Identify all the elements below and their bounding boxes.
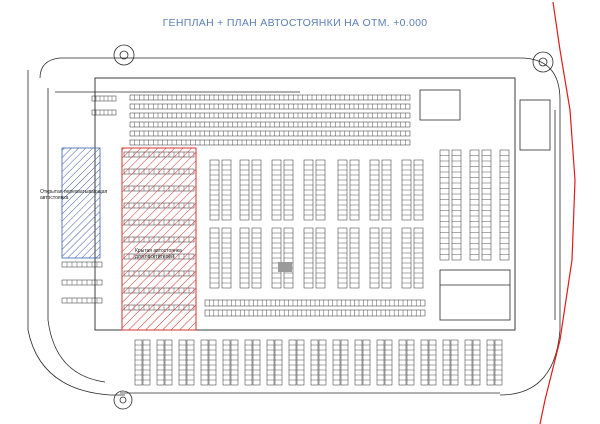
parking-row [251,159,262,221]
parking-row [186,339,195,386]
parking-row [266,339,275,386]
parking-row [296,339,305,386]
parking-row [499,149,510,261]
parking-row [362,339,371,386]
parking-row [134,339,143,386]
parking-row [208,339,217,386]
parking-row [283,159,294,221]
parking-row [413,227,424,289]
parking-row [315,159,326,221]
site-roads [27,57,561,396]
parking-row [129,112,411,119]
roundabouts [113,44,554,410]
parking-row [472,339,481,386]
zone-labels: Открытая перехватывающая автостоянка Кры… [40,189,182,260]
parking-row [129,94,411,101]
parking-row [221,159,232,221]
parking-row [244,339,253,386]
grey-block [278,262,292,272]
parking-row [384,339,393,386]
parking-row [204,309,426,317]
parking-row [469,149,480,261]
parking-row [274,339,283,386]
parking-row [200,339,209,386]
covered-parking-label-2: для посетителей [135,253,174,260]
left-parking-grid [61,95,117,304]
parking-row [288,339,297,386]
parking-row [164,339,173,386]
parking-row [337,159,348,221]
parking-row [442,339,451,386]
covered-parking-zone [121,147,197,331]
parking-row [464,339,473,386]
parking-row [315,227,326,289]
parking-row [271,159,282,221]
parking-row [428,339,437,386]
parking-row [381,227,392,289]
parking-row [332,339,341,386]
parking-row [369,227,380,289]
drawing-title: ГЕНПЛАН + ПЛАН АВТОСТОЯНКИ НА ОТМ. +0.00… [162,17,428,29]
parking-row [494,339,503,386]
parking-row [401,227,412,289]
site-boundary-line [539,1,576,424]
parking-row [349,227,360,289]
parking-row [221,227,232,289]
parking-row [481,149,492,261]
parking-row [129,139,411,146]
parking-row [251,227,262,289]
parking-row [450,339,459,386]
parking-row [129,130,411,137]
parking-row [318,339,327,386]
parking-row [129,103,411,110]
parking-row [61,297,103,304]
parking-row [239,159,250,221]
parking-row [204,299,426,307]
parking-row [222,339,231,386]
parking-row [156,339,165,386]
parking-row [401,159,412,221]
parking-row [340,339,349,386]
parking-row [283,227,294,289]
open-parking-zone [61,147,101,259]
parking-row [439,149,450,261]
parking-row [451,149,462,261]
parking-row [209,159,220,221]
parking-row [376,339,385,386]
parking-row [354,339,363,386]
service-building [419,89,551,321]
parking-row [178,339,187,386]
parking-row [420,339,429,386]
parking-row [303,227,314,289]
parking-row [310,339,319,386]
parking-row [209,227,220,289]
parking-row [369,159,380,221]
parking-row [486,339,495,386]
parking-row [61,279,103,286]
parking-row [230,339,239,386]
parking-row [91,95,117,102]
parking-row [252,339,261,386]
parking-row [271,227,282,289]
open-parking-label-2: автостоянка [40,195,69,201]
parking-row [142,339,151,386]
parking-row [61,261,103,268]
parking-row [398,339,407,386]
parking-row [91,109,117,116]
parking-row [337,227,348,289]
parking-row [413,159,424,221]
covered-parking-label-1: Крытая автостоянка [135,248,182,254]
open-parking-label-1: Открытая перехватывающая [40,189,107,195]
parking-row [349,159,360,221]
parking-row [303,159,314,221]
bottom-parking-grid [134,339,503,386]
parking-row [239,227,250,289]
parking-row [381,159,392,221]
parking-row [129,121,411,128]
parking-row [406,339,415,386]
